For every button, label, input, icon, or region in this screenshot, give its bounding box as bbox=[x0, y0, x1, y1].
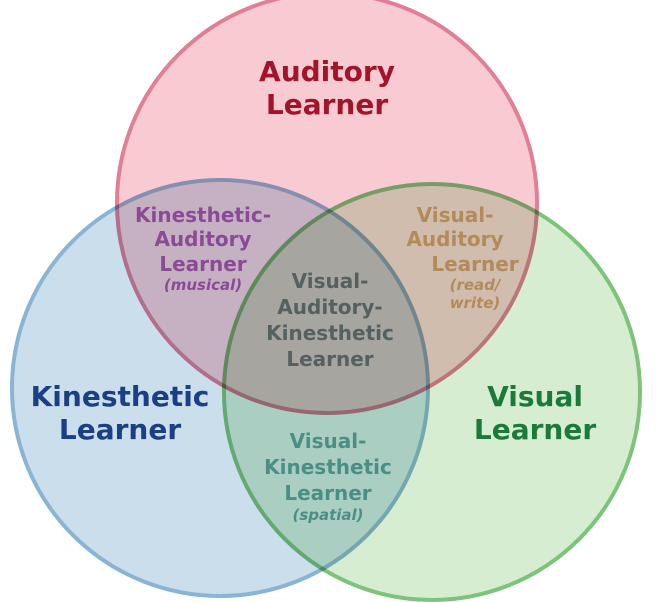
label-subtitle: (spatial) bbox=[292, 506, 364, 524]
auditory-label: Auditory Learner bbox=[259, 55, 395, 121]
label-line: Visual- bbox=[289, 429, 367, 453]
visual-circle bbox=[222, 182, 642, 602]
label-line: Learner bbox=[286, 347, 374, 371]
label-line: Kinesthetic bbox=[264, 455, 392, 479]
label-line: Learner bbox=[159, 251, 247, 276]
label-line: Kinesthetic bbox=[30, 380, 210, 413]
label-line: Auditory bbox=[406, 227, 504, 252]
label-line: Auditory bbox=[259, 55, 395, 88]
label-line: Learner bbox=[431, 251, 519, 276]
label-line: Kinesthetic- bbox=[135, 203, 271, 227]
label-line: Learner bbox=[265, 88, 389, 122]
label-line: Auditory- bbox=[277, 295, 383, 319]
label-subtitle: write) bbox=[449, 294, 501, 313]
label-line: Learner bbox=[284, 481, 372, 505]
label-line: Learner bbox=[58, 413, 182, 447]
label-line: Auditory bbox=[154, 227, 252, 252]
kinesthetic-label: Kinesthetic Learner bbox=[31, 380, 210, 446]
visual-auditory-kinesthetic-label: Visual- Auditory- Kinesthetic Learner bbox=[266, 268, 394, 372]
kinesthetic-auditory-label: Kinesthetic- Auditory Learner (musical) bbox=[135, 203, 271, 294]
visual-label: Visual Learner bbox=[474, 380, 596, 446]
label-subtitle: (musical) bbox=[163, 276, 243, 295]
label-subtitle: (read/ bbox=[449, 276, 501, 295]
label-line: Visual bbox=[487, 380, 583, 413]
label-line: Kinesthetic bbox=[266, 321, 394, 345]
label-line: Visual- bbox=[291, 269, 369, 293]
label-line: Visual- bbox=[416, 203, 494, 227]
label-line: Learner bbox=[473, 413, 597, 447]
visual-kinesthetic-label: Visual- Kinesthetic Learner (spatial) bbox=[264, 428, 392, 526]
visual-auditory-label: Visual- Auditory Learner (read/ write) bbox=[391, 203, 518, 313]
